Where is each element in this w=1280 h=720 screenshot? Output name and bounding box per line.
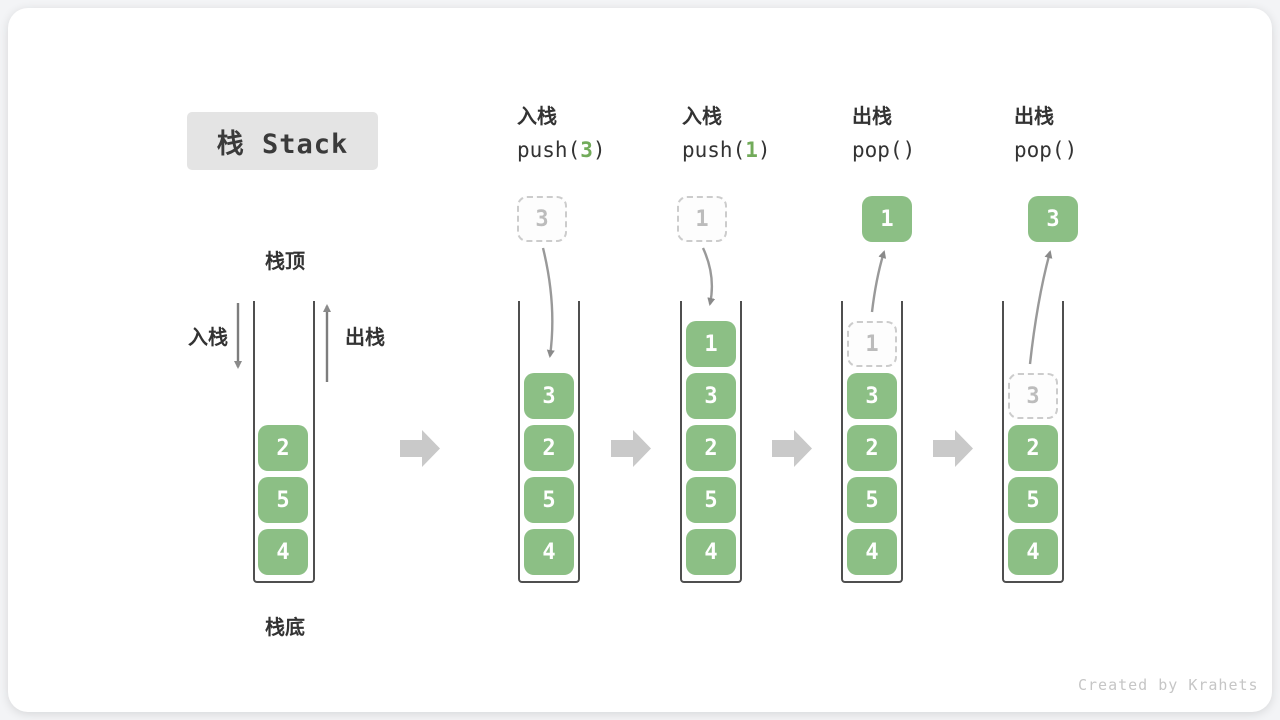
stack-cell: 5 [686,477,736,523]
op-action-label: 出栈 [852,106,892,128]
op-action-label: 入栈 [517,106,557,128]
op-call-label: pop() [852,138,916,162]
op-call-label: pop() [1014,138,1078,162]
stack-cell: 2 [258,425,308,471]
popped-value: 1 [862,196,912,242]
stack-container-initial [253,301,315,583]
op-header-push-3: 入栈 push(3) [517,102,657,168]
stack-cell: 2 [686,425,736,471]
popped-value: 3 [1028,196,1078,242]
stack-container-pop-1 [841,301,903,583]
title-box: 栈 Stack [187,112,378,170]
stack-cell: 2 [1008,425,1058,471]
stack-cell: 2 [524,425,574,471]
stack-container-pop-3 [1002,301,1064,583]
op-call-label: push(3) [517,138,606,162]
stack-cell: 4 [258,529,308,575]
stack-cell: 4 [686,529,736,575]
stack-cell: 5 [524,477,574,523]
stack-cell: 3 [847,373,897,419]
op-action-label: 出栈 [1014,106,1054,128]
stack-cell: 3 [524,373,574,419]
op-header-pop-3: 出栈 pop() [1014,102,1154,168]
push-direction-label: 入栈 [188,327,228,349]
op-header-push-1: 入栈 push(1) [682,102,822,168]
pop-direction-label: 出栈 [345,327,385,349]
stack-cell: 5 [258,477,308,523]
incoming-value: 1 [677,196,727,242]
stack-cell: 3 [686,373,736,419]
stack-cell: 5 [847,477,897,523]
stack-cell-removed: 1 [847,321,897,367]
page-title: 栈 Stack [216,128,349,160]
stack-cell: 4 [847,529,897,575]
watermark: Created by Krahets [1078,676,1259,694]
op-header-pop-1: 出栈 pop() [852,102,992,168]
op-call-label: push(1) [682,138,771,162]
stack-top-label: 栈顶 [265,251,305,273]
stack-container-push-3 [518,301,580,583]
stack-bottom-label: 栈底 [265,617,305,639]
stack-cell: 5 [1008,477,1058,523]
stack-container-push-1 [680,301,742,583]
incoming-value: 3 [517,196,567,242]
op-action-label: 入栈 [682,106,722,128]
stack-cell: 4 [1008,529,1058,575]
stack-cell-removed: 3 [1008,373,1058,419]
stack-cell: 1 [686,321,736,367]
stack-cell: 2 [847,425,897,471]
stack-cell: 4 [524,529,574,575]
